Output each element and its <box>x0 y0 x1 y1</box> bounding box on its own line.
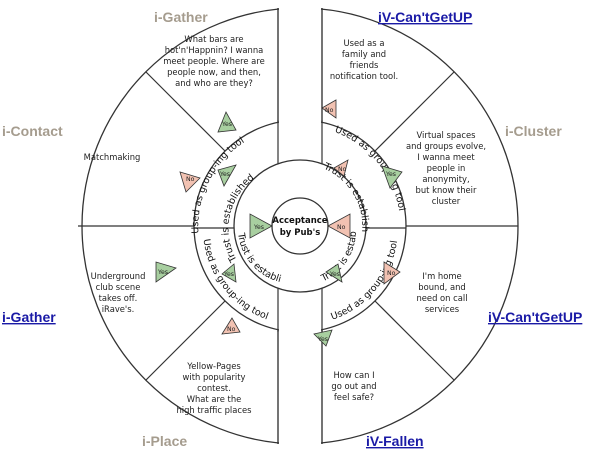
outer-labels: i-Gather iV-Can'tGetUP i-Contact i-Clust… <box>2 9 582 449</box>
segment-5-line-0: Yellow-Pages <box>186 361 240 371</box>
segment-text-1: Used as a family and friends notificatio… <box>330 38 398 81</box>
segment-5-line-2: contest. <box>197 383 231 393</box>
no-triangle-center <box>327 213 351 239</box>
segment-1-line-3: notification tool. <box>330 71 398 81</box>
no-triangle-lr <box>383 261 401 285</box>
label-iv-cantgetup-top[interactable]: iV-Can'tGetUP <box>378 9 472 25</box>
yes-triangle-center-label: Yes <box>253 224 264 231</box>
segment-2-line-4: anonymity, <box>422 174 469 184</box>
segment-1-line-0: Used as a <box>344 38 385 48</box>
segment-2-line-5: but know their <box>416 185 477 195</box>
yes-triangle-lr-outer <box>313 329 333 347</box>
segment-text-7: Matchmaking <box>84 152 141 162</box>
segment-3-line-0: I'm home <box>422 271 461 281</box>
label-iv-fallen[interactable]: iV-Fallen <box>366 433 424 449</box>
center-node: Acceptance by Pub's <box>271 197 329 255</box>
segment-0-line-2: meet people. Where are <box>163 56 264 66</box>
decision-triangles: Yes No Yes No Yes No No Yes Yes Yes No Y… <box>155 99 403 347</box>
segment-0-line-3: people now, and then, <box>167 67 261 77</box>
segment-0-line-1: hot'n'Happnin? I wanna <box>165 45 264 55</box>
yes-triangle-ur <box>381 165 403 189</box>
segment-3-line-1: bound, and <box>418 282 465 292</box>
no-triangle-center-label: No <box>337 224 346 231</box>
segment-6-line-2: takes off. <box>99 293 138 303</box>
center-title-line1: Acceptance <box>272 216 327 226</box>
segment-0-line-0: What bars are <box>184 34 243 44</box>
no-triangle-ll <box>221 317 241 335</box>
segment-text-3: I'm home bound, and need on call service… <box>416 271 467 314</box>
label-i-gather-left[interactable]: i-Gather <box>2 309 56 325</box>
label-iv-cantgetup-right[interactable]: iV-Can'tGetUP <box>488 309 582 325</box>
no-triangle-ul-inner-label: No <box>186 176 195 183</box>
yes-triangle-ll <box>155 261 177 283</box>
center-title-line2: by Pub's <box>280 228 321 238</box>
segment-6-line-0: Underground <box>91 271 146 281</box>
segment-text-6: Underground club scene takes off. iRave'… <box>91 271 146 314</box>
half-gap <box>277 2 323 450</box>
segment-4-line-0: How can I <box>333 370 374 380</box>
segment-6-line-1: club scene <box>96 282 141 292</box>
segment-text-2: Virtual spaces and groups evolve, I wann… <box>406 130 486 206</box>
segment-2-line-3: people in <box>427 163 466 173</box>
segment-2-line-0: Virtual spaces <box>417 130 476 140</box>
segment-6-line-3: iRave's. <box>102 304 135 314</box>
no-triangle-ur-outer <box>321 99 337 119</box>
segment-3-line-3: services <box>425 304 459 314</box>
no-triangle-ll-label: No <box>227 326 236 333</box>
yes-triangle-ul-outer-label: Yes <box>221 121 232 128</box>
yes-triangle-ul-outer <box>217 111 237 133</box>
segment-1-line-2: friends <box>350 60 379 70</box>
segment-7-line-0: Matchmaking <box>84 152 141 162</box>
yes-triangle-ll-inner <box>221 263 237 283</box>
label-i-place: i-Place <box>142 433 187 449</box>
segment-text-5: Yellow-Pages with popularity contest. Wh… <box>176 361 251 415</box>
yes-triangle-lr-outer-label: Yes <box>317 336 328 343</box>
no-triangle-ur-inner-label: No <box>338 166 347 173</box>
segment-5-line-4: high traffic places <box>176 405 251 415</box>
segment-5-line-1: with popularity <box>183 372 246 382</box>
segment-5-line-3: What are the <box>187 394 242 404</box>
segment-4-line-2: feel safe? <box>334 392 374 402</box>
segment-2-line-6: cluster <box>432 196 461 206</box>
yes-triangle-ll-label: Yes <box>157 269 168 276</box>
yes-triangle-ll-inner-label: Yes <box>223 271 234 278</box>
segment-1-line-1: family and <box>342 49 386 59</box>
label-i-cluster: i-Cluster <box>505 123 562 139</box>
yes-triangle-lr-inner <box>325 263 343 283</box>
segment-3-line-2: need on call <box>416 293 467 303</box>
segment-2-line-2: I wanna meet <box>417 152 475 162</box>
no-triangle-ul-inner <box>179 171 201 193</box>
no-triangle-ur-inner <box>333 159 349 177</box>
segment-4-line-1: go out and <box>331 381 376 391</box>
yes-triangle-ul-inner <box>217 164 237 187</box>
yes-triangle-lr-inner-label: Yes <box>329 271 340 278</box>
label-i-contact: i-Contact <box>2 123 63 139</box>
segment-2-line-1: and groups evolve, <box>406 141 486 151</box>
yes-triangle-ul-inner-label: Yes <box>219 171 230 178</box>
no-triangle-lr-label: No <box>387 270 396 277</box>
yes-triangle-ur-label: Yes <box>385 171 396 178</box>
yes-triangle-center <box>249 213 273 239</box>
segment-0-line-4: and who are they? <box>175 78 253 88</box>
no-triangle-ur-outer-label: No <box>325 107 334 114</box>
segment-text-4: How can I go out and feel safe? <box>331 370 376 402</box>
segment-text-0: What bars are hot'n'Happnin? I wanna mee… <box>163 34 264 88</box>
label-i-gather-top: i-Gather <box>154 9 208 25</box>
